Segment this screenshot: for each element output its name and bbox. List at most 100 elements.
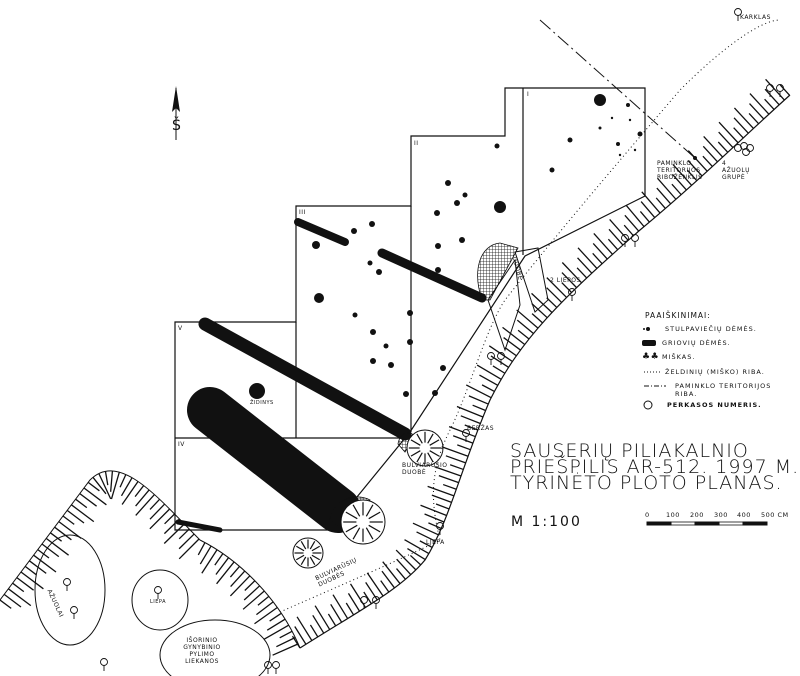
pit-spoke [300, 556, 307, 565]
tree-crown [621, 234, 629, 242]
slope-hachure [434, 466, 462, 477]
pit-spoke [345, 511, 358, 520]
pit-spoke [427, 433, 434, 444]
legend-heading: PAAIŠKINIMAI: [645, 311, 711, 320]
label-oak-group: 4 AŽUOLŲ GRUPĖ [722, 160, 751, 181]
slope-hachure [592, 242, 608, 260]
tree-crown [154, 586, 162, 594]
pit-spoke [365, 527, 374, 540]
slope-hachure [121, 481, 139, 505]
slope-hachure [229, 575, 251, 597]
slope-hachure [441, 446, 469, 457]
slope-hachure [748, 112, 760, 125]
slope-hachure [656, 187, 672, 205]
slope-hachure [3, 593, 22, 608]
tree-crown [360, 596, 368, 604]
scale-tick: 400 [737, 511, 751, 519]
slope-hachure [164, 513, 176, 525]
tree-icon [372, 596, 380, 609]
post-hole-dot [618, 153, 622, 157]
tree-crown [740, 142, 748, 150]
slope-hachure [687, 150, 708, 172]
slope-hachure [229, 565, 240, 578]
slope-hachure [279, 630, 293, 639]
slope-hachure [764, 88, 780, 106]
tree-crown [63, 578, 71, 586]
slope-hachure [416, 531, 436, 542]
slope-hachure [686, 169, 698, 182]
slope-hachure [33, 554, 57, 573]
pit-spoke [311, 545, 320, 552]
slope-hachure [593, 233, 613, 255]
slope-hachure [119, 474, 127, 488]
slope-hachure [502, 326, 526, 345]
slope-hachure [546, 277, 568, 298]
slope-hachure [448, 426, 476, 438]
post-hole-dot [388, 362, 394, 368]
hatched-pits [329, 242, 519, 533]
tree-icon [631, 234, 639, 247]
slope-hachure [779, 84, 791, 96]
slope-hachure [702, 145, 718, 163]
tree-crown [100, 658, 108, 666]
slope-hachure [404, 539, 430, 555]
slope-hachure [449, 464, 464, 471]
pit-spoke [300, 541, 307, 550]
slope-hachure [435, 503, 450, 510]
label-karklas: KARKLAS [740, 14, 771, 21]
tree-crown [734, 144, 742, 152]
slope-hachure [135, 494, 155, 516]
slope-hachure [431, 494, 452, 504]
post-hole-dot [312, 241, 320, 249]
slope-hachure [656, 177, 677, 200]
pit-spoke [368, 511, 381, 520]
scale-tick: 100 [666, 511, 680, 519]
slope-hachure [216, 561, 235, 585]
label-birch: BERŽAS [467, 425, 495, 432]
slope-hachure [58, 521, 82, 539]
slope-hachure [381, 570, 396, 589]
slope-hachure [309, 624, 319, 638]
post-hole-dot [434, 210, 440, 216]
slope-hachure [363, 591, 372, 605]
pit-spoke [296, 545, 305, 552]
slope-hachure [149, 508, 171, 530]
trench-number: IV [178, 441, 185, 448]
pit-spoke [352, 527, 361, 540]
scale-tick: 0 [645, 511, 650, 519]
trench-number: V [178, 325, 183, 332]
slope-hachure [492, 365, 506, 374]
pit-spoke [416, 452, 423, 463]
tree-crown [70, 606, 78, 614]
slope-hachure [380, 580, 390, 593]
post-hole-dot [314, 293, 324, 303]
rampart-contours [34, 534, 271, 676]
pit-spoke [429, 439, 440, 446]
label-rampart-remains: IŠORINIO GYNYBINIO PYLIMO LIEKANOS [183, 637, 221, 665]
slope-hachure [472, 404, 486, 412]
slope-hachure [468, 395, 489, 405]
tree-icon [621, 234, 629, 247]
post-hole-dot [370, 329, 376, 335]
tree-icon [100, 658, 108, 671]
pit-circle [340, 499, 386, 545]
slope-hachure [671, 183, 682, 196]
title-line-1: SAUSERIŲ PILIAKALNIO [510, 440, 749, 462]
post-hole-dot [549, 167, 555, 173]
slope-hachure [45, 537, 69, 556]
slope-hachure [442, 483, 457, 490]
post-hole-dot [628, 118, 632, 122]
post-hole-dot [462, 192, 468, 198]
slope-hachure [749, 93, 770, 115]
tree-icon [70, 606, 78, 619]
trees [63, 8, 784, 674]
post-hole-dot [351, 228, 357, 234]
slope-hachure [8, 588, 32, 607]
slope-hachure [464, 424, 479, 431]
legend-item-forest: MIŠKAS. [662, 353, 696, 361]
legend-item-greenery-boundary: ŽELDINIŲ (MIŠKO) RIBA. [665, 368, 765, 376]
slope-hachure [412, 522, 439, 536]
slope-hachure [733, 107, 754, 129]
slope-hachure [178, 528, 190, 540]
slope-hachure [149, 503, 166, 520]
